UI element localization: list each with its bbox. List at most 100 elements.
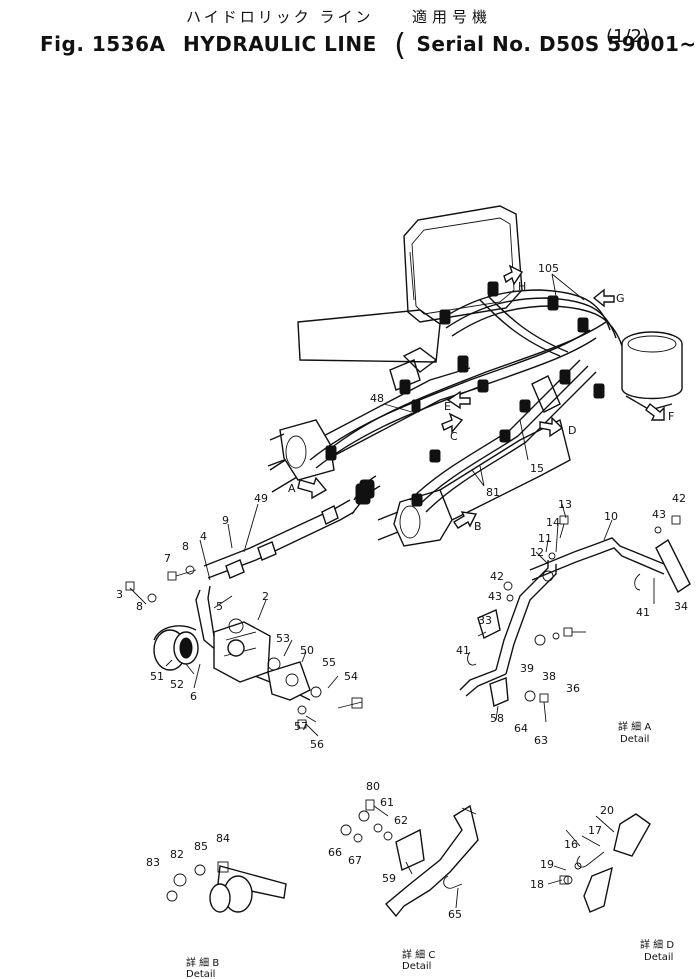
coupling	[153, 625, 199, 671]
callout-67: 67	[348, 854, 362, 867]
hose-fittings	[325, 281, 641, 507]
bolts	[125, 565, 363, 737]
detail-b-en: Detail	[186, 969, 215, 979]
callout-85: 85	[194, 840, 208, 853]
figure-number: Fig. 1536A	[40, 32, 166, 56]
callout-52: 52	[170, 678, 184, 691]
callout-51: 51	[150, 670, 164, 683]
detail-a-en: Detail	[620, 734, 649, 745]
japanese-serial-label: 適用号機	[412, 8, 493, 26]
callout-16: 16	[564, 838, 578, 851]
callout-43b: 43	[488, 590, 502, 603]
callout-82: 82	[170, 848, 184, 861]
callout-3: 3	[116, 588, 123, 601]
callout-36: 36	[566, 682, 580, 695]
callout-17: 17	[588, 824, 602, 837]
callout-59: 59	[382, 872, 396, 885]
detail-labels: 詳 細 A Detail 詳 細 B Detail 詳 細 C Detail 詳…	[186, 720, 674, 979]
callout-66: 66	[328, 846, 342, 859]
callout-63: 63	[534, 734, 548, 747]
arrow-g-icon	[592, 288, 615, 308]
callout-10: 10	[604, 510, 618, 523]
callout-54: 54	[344, 670, 358, 683]
callout-14: 14	[546, 516, 560, 529]
callout-58: 58	[490, 712, 504, 725]
detail-a-jp: 詳 細 A	[618, 720, 651, 733]
detail-a-assembly	[459, 515, 691, 723]
detail-c-assembly	[340, 799, 479, 918]
arrow-e-icon	[446, 390, 471, 410]
callout-19: 19	[540, 858, 554, 871]
detail-b-assembly	[166, 861, 287, 913]
callout-50: 50	[300, 644, 314, 657]
detail-d-assembly	[547, 813, 651, 913]
detail-d-jp: 詳 細 D	[640, 938, 674, 951]
figure-title-line: Fig. 1536A HYDRAULIC LINE (Serial No. D5…	[40, 28, 697, 63]
view-arrows	[297, 264, 665, 529]
callout-48: 48	[370, 392, 384, 405]
arrow-letter-a: A	[288, 482, 296, 495]
arrow-letter-e: E	[444, 400, 451, 413]
callout-5: 5	[216, 600, 223, 613]
callout-42a: 42	[672, 492, 686, 505]
callout-84: 84	[216, 832, 230, 845]
arrow-letter-b: B	[474, 520, 482, 533]
callout-41b: 41	[456, 644, 470, 657]
arrow-b-icon	[453, 511, 478, 529]
serial-number: Serial No. D50S 59001~	[416, 32, 697, 56]
callout-53: 53	[276, 632, 290, 645]
callout-8b: 8	[136, 600, 143, 613]
callout-43a: 43	[652, 508, 666, 521]
arrow-letter-h: H	[518, 280, 526, 293]
callout-6: 6	[190, 690, 197, 703]
callout-2: 2	[262, 590, 269, 603]
callout-80: 80	[366, 780, 380, 793]
arrow-letters: A B C D E F G H	[288, 280, 674, 533]
callout-56: 56	[310, 738, 324, 751]
main-assembly	[125, 205, 691, 918]
detail-b-jp: 詳 細 B	[186, 956, 219, 969]
callout-13: 13	[558, 498, 572, 511]
gear-pump	[213, 621, 271, 683]
arrow-h-icon	[503, 264, 524, 286]
arrow-a-icon	[297, 476, 328, 500]
arrow-letter-d: D	[568, 424, 576, 437]
arrow-c-icon	[441, 412, 464, 434]
figure-title: HYDRAULIC LINE	[183, 32, 377, 56]
arrow-letter-f: F	[668, 410, 674, 423]
callout-33: 33	[478, 614, 492, 627]
callout-4: 4	[200, 530, 207, 543]
callout-105: 105	[538, 262, 559, 275]
arrow-d-icon	[539, 416, 564, 438]
elbow-fitting	[267, 661, 311, 701]
callout-62: 62	[394, 814, 408, 827]
callout-20: 20	[600, 804, 614, 817]
detail-c-jp: 詳 細 C	[402, 948, 435, 961]
japanese-subtitle: ハイドロリック ライン	[186, 8, 374, 26]
arrow-f-icon	[645, 402, 665, 421]
callout-39: 39	[520, 662, 534, 675]
callout-18: 18	[530, 878, 544, 891]
detail-d-en: Detail	[644, 952, 673, 963]
arrow-letter-g: G	[616, 292, 625, 305]
callout-12: 12	[530, 546, 544, 559]
lift-cylinder-housing-right	[393, 489, 453, 547]
callout-11: 11	[538, 532, 552, 545]
callout-15: 15	[530, 462, 544, 475]
callout-41a: 41	[636, 606, 650, 619]
callout-7: 7	[164, 552, 171, 565]
callout-57: 57	[294, 720, 308, 733]
sheet-number: (1/2)	[606, 26, 650, 47]
callout-61: 61	[380, 796, 394, 809]
callout-34: 34	[674, 600, 688, 613]
callout-55: 55	[322, 656, 336, 669]
callout-64: 64	[514, 722, 528, 735]
callout-83: 83	[146, 856, 160, 869]
leader-lines	[165, 273, 655, 909]
callout-9: 9	[222, 514, 229, 527]
callout-42b: 42	[490, 570, 504, 583]
part-callouts: 105 48 15 81 49 9 4 8 7 3 8 5 2 51 52 6 …	[116, 262, 688, 921]
callout-65: 65	[448, 908, 462, 921]
figure-header: ハイドロリック ライン 適用号機 Fig. 1536A HYDRAULIC LI…	[40, 4, 696, 63]
